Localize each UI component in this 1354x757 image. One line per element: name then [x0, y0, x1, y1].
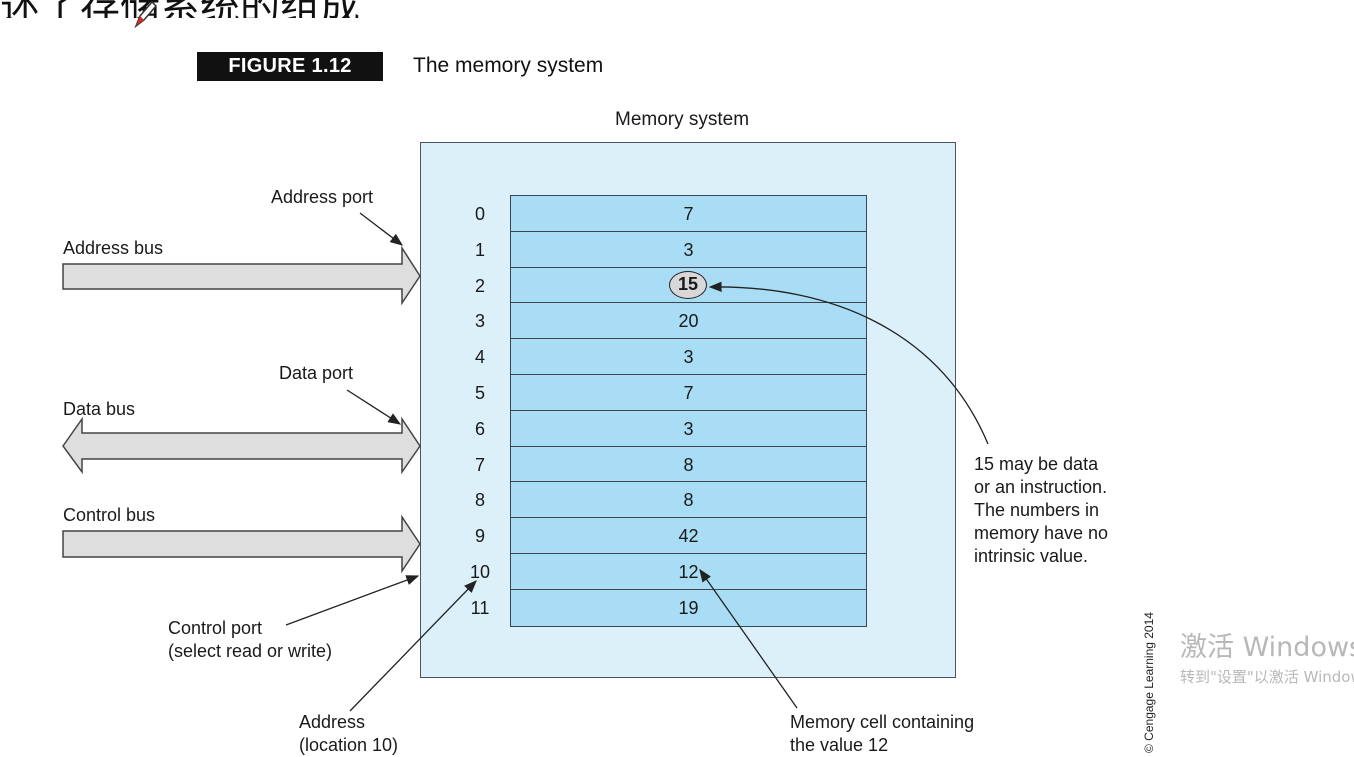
data-bus-label: Data bus: [63, 399, 136, 419]
pen-cursor-icon: [134, 0, 158, 29]
memory-address: 6: [474, 418, 485, 439]
memory-cell: 20: [511, 303, 866, 340]
windows-activation-hint: 转到"设置"以激活 Windows。: [1180, 668, 1354, 686]
address-location-line-2: (location 10): [299, 735, 399, 755]
value-note-line-5: intrinsic value.: [974, 546, 1089, 566]
control-port-line-2: (select read or write): [168, 641, 333, 661]
memory-cell-value: 3: [683, 418, 694, 439]
memory-address: 5: [474, 383, 485, 403]
value-note-line-3: The numbers in: [974, 500, 1100, 520]
data-bus-arrow: [62, 416, 421, 475]
memory-address: 8: [474, 490, 485, 511]
memory-cell: 15: [511, 268, 866, 304]
windows-activation-watermark: 激活 Windows: [1180, 632, 1354, 663]
slide-heading: 述了存储系统的组成: [0, 0, 360, 18]
memory-cell-value: 7: [683, 382, 694, 403]
figure-caption: The memory system: [413, 54, 604, 77]
memory-cell-value: 8: [683, 490, 694, 511]
address-bus-label: Address bus: [63, 238, 164, 258]
control-bus-arrow: [62, 514, 421, 574]
control-port-line-1: Control port: [168, 618, 263, 638]
memory-cell-value: 3: [683, 347, 694, 368]
highlighted-value: 15: [669, 270, 707, 299]
memory-address: 7: [474, 454, 485, 475]
memory-cell: 7: [511, 196, 866, 232]
memory-cell: 19: [511, 590, 866, 626]
memory-cell-value: 19: [678, 597, 699, 618]
memory-cell: 42: [511, 518, 866, 554]
memory-cell-value: 3: [683, 239, 694, 260]
memory-cell-value: 42: [678, 526, 699, 547]
address-port-label: Address port: [271, 187, 374, 207]
value-note-line-1: 15 may be data: [974, 454, 1099, 474]
address-location-label: Address (location 10): [299, 711, 398, 757]
memory-cell: 8: [511, 447, 866, 483]
memory-cell-value: 12: [678, 561, 699, 582]
control-port-pointer: [285, 575, 420, 626]
data-port-pointer: [346, 389, 402, 425]
memory-address: 3: [474, 311, 485, 332]
memory-cell-value: 20: [678, 311, 699, 332]
memory-cell-pointer: [699, 568, 798, 709]
address-port-pointer: [359, 212, 404, 246]
address-location-line-1: Address: [299, 712, 366, 732]
memory-cell-label: Memory cell containing the value 12: [790, 711, 974, 757]
memory-cell-value: 7: [683, 204, 694, 224]
memory-address: 0: [474, 204, 485, 224]
memory-cell: 8: [511, 482, 866, 519]
value-note-pointer: [708, 281, 989, 445]
memory-address: 9: [474, 526, 485, 547]
figure-number-badge: FIGURE 1.12: [197, 52, 383, 81]
memory-cell-value: 8: [683, 454, 694, 475]
control-port-label: Control port (select read or write): [168, 617, 332, 663]
memory-system-title: Memory system: [615, 109, 750, 130]
memory-cell: 3: [511, 411, 866, 447]
value-note-line-4: memory have no: [974, 523, 1109, 543]
memory-address: 2: [474, 275, 485, 296]
memory-cell: 12: [511, 554, 866, 590]
control-bus-label: Control bus: [63, 505, 156, 525]
memory-cell: 3: [511, 339, 866, 375]
memory-address: 4: [474, 347, 485, 368]
value-note-line-2: or an instruction.: [974, 477, 1108, 497]
memory-address: 11: [470, 597, 490, 618]
memory-address: 1: [474, 239, 485, 260]
memory-cell-line-1: Memory cell containing: [790, 712, 975, 732]
memory-cell-line-2: the value 12: [790, 735, 889, 755]
value-note: 15 may be data or an instruction. The nu…: [974, 453, 1108, 568]
memory-address: 10: [469, 562, 491, 582]
memory-cells: 7 3 15 20 3 7 3 8 8 42 12 19: [510, 195, 867, 627]
address-location-pointer: [349, 580, 477, 712]
memory-cell: 3: [511, 232, 866, 268]
data-port-label: Data port: [279, 363, 354, 383]
memory-cell: 7: [511, 375, 866, 411]
copyright-notice: © Cengage Learning 2014: [1142, 612, 1156, 753]
address-bus-arrow: [62, 245, 421, 306]
